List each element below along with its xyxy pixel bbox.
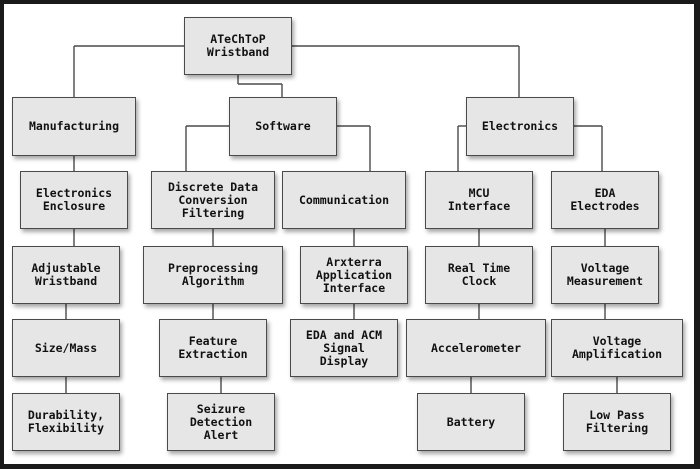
node-low-pass: Low Pass Filtering [563, 393, 671, 451]
node-arxterra: Arxterra Application Interface [300, 246, 408, 304]
node-eda-acm-display: EDA and ACM Signal Display [290, 319, 398, 377]
node-seizure-alert: Seizure Detection Alert [167, 393, 275, 451]
node-communication: Communication [282, 171, 406, 229]
node-durability-flexibility: Durability, Flexibility [12, 393, 120, 451]
node-feature-extraction: Feature Extraction [159, 319, 267, 377]
connector-lines [65, 45, 618, 393]
diagram-canvas: ATeChToP Wristband Manufacturing Softwar… [4, 4, 694, 464]
node-root: ATeChToP Wristband [184, 17, 292, 75]
node-manufacturing: Manufacturing [12, 97, 136, 156]
node-accelerometer: Accelerometer [406, 319, 546, 377]
node-mcu: MCU Interface [425, 171, 533, 229]
node-size-mass: Size/Mass [12, 319, 120, 377]
node-electronics-enclosure: Electronics Enclosure [20, 171, 128, 229]
node-battery: Battery [417, 393, 525, 451]
node-voltage-amplification: Voltage Amplification [551, 319, 683, 377]
node-software: Software [229, 97, 337, 156]
node-discrete-data: Discrete Data Conversion Filtering [151, 171, 275, 229]
node-adjustable-wristband: Adjustable Wristband [12, 246, 120, 304]
node-preprocessing: Preprocessing Algorithm [143, 246, 283, 304]
node-rtc: Real Time Clock [425, 246, 533, 304]
node-eda-electrodes: EDA Electrodes [551, 171, 659, 229]
node-voltage-measurement: Voltage Measurement [551, 246, 659, 304]
node-electronics: Electronics [466, 97, 574, 156]
